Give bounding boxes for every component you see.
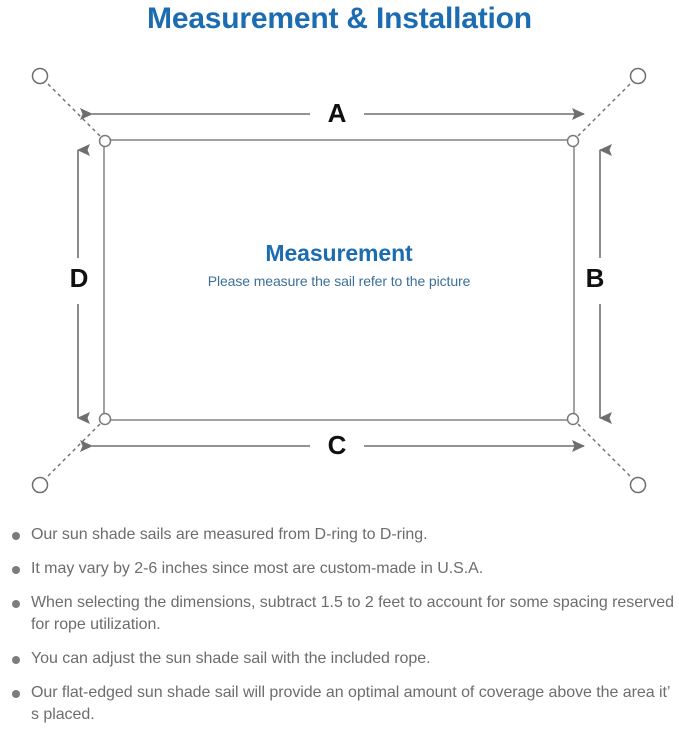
rope-line-top-right xyxy=(577,81,633,137)
list-item: It may vary by 2-6 inches since most are… xyxy=(0,558,679,580)
bullet-icon xyxy=(12,690,20,698)
anchor-point-bottom-left xyxy=(31,476,49,494)
sail-rectangle xyxy=(103,139,575,421)
bullet-icon xyxy=(12,656,20,664)
rope-line-bottom-right xyxy=(577,423,633,479)
rope-line-bottom-left xyxy=(45,423,101,479)
dimension-label-b: B xyxy=(585,263,605,293)
list-item-text: Our flat-edged sun shade sail will provi… xyxy=(31,684,670,723)
anchor-point-top-right xyxy=(629,67,647,85)
rope-line-top-left xyxy=(45,81,101,137)
d-ring-bottom-left xyxy=(98,412,112,426)
sail-body xyxy=(103,139,575,421)
anchor-point-bottom-right xyxy=(629,476,647,494)
list-item: Our sun shade sails are measured from D-… xyxy=(0,524,679,546)
list-item-text: When selecting the dimensions, subtract … xyxy=(31,594,674,633)
dimension-label-d: D xyxy=(69,263,89,293)
bullet-icon xyxy=(12,600,20,608)
measurement-diagram xyxy=(0,46,679,516)
d-ring-bottom-right xyxy=(566,412,580,426)
diagram-canvas xyxy=(31,67,647,494)
d-ring-top-left xyxy=(98,134,112,148)
list-item-text: You can adjust the sun shade sail with t… xyxy=(31,650,431,667)
anchor-points xyxy=(31,67,647,494)
list-item-text: It may vary by 2-6 inches since most are… xyxy=(31,560,484,577)
notes-list: Our sun shade sails are measured from D-… xyxy=(0,524,679,738)
list-item: When selecting the dimensions, subtract … xyxy=(0,592,679,636)
page-title: Measurement & Installation xyxy=(147,2,532,35)
bullet-icon xyxy=(12,566,20,574)
dimension-label-a: A xyxy=(327,98,347,128)
d-rings xyxy=(98,134,580,426)
d-ring-top-right xyxy=(566,134,580,148)
anchor-point-top-left xyxy=(31,67,49,85)
list-item: You can adjust the sun shade sail with t… xyxy=(0,648,679,670)
list-item: Our flat-edged sun shade sail will provi… xyxy=(0,682,679,726)
bullet-icon xyxy=(12,532,20,540)
dimension-label-c: C xyxy=(327,430,347,460)
dimension-arrows xyxy=(77,108,612,452)
rope-lines xyxy=(45,81,633,479)
list-item-text: Our sun shade sails are measured from D-… xyxy=(31,526,428,543)
